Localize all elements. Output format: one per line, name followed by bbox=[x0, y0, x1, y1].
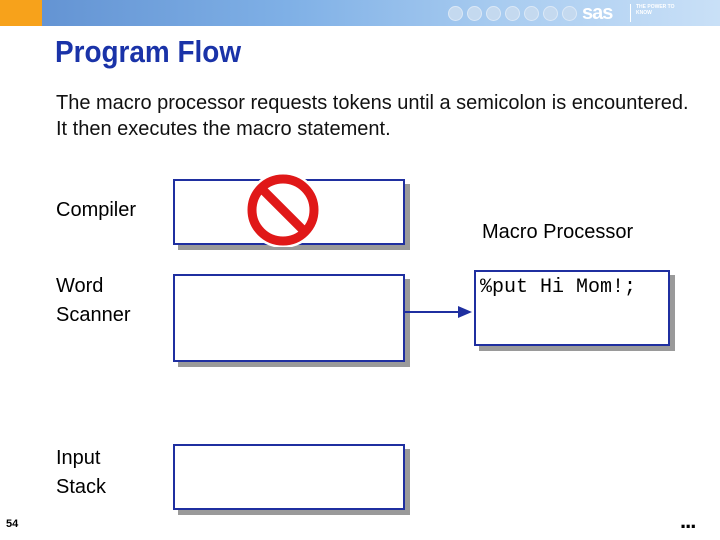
header-bar: sas THE POWER TO KNOW bbox=[0, 0, 720, 26]
sas-logo: sas bbox=[582, 2, 613, 24]
macro-processor-label: Macro Processor bbox=[482, 221, 634, 243]
header-dots bbox=[448, 6, 577, 21]
input-stack-box bbox=[173, 444, 405, 510]
header-dot bbox=[486, 6, 501, 21]
compiler-label: Compiler bbox=[56, 199, 137, 221]
macro-processor-box: %put Hi Mom!; bbox=[474, 270, 670, 346]
description-text: The macro processor requests tokens unti… bbox=[56, 92, 689, 140]
input-stack-label-line2: Stack bbox=[56, 476, 107, 498]
word-scanner-box bbox=[173, 274, 405, 362]
prohibition-icon bbox=[246, 173, 320, 247]
word-scanner-label-line1: Word bbox=[56, 275, 104, 297]
word-scanner-label-line2: Scanner bbox=[56, 304, 131, 326]
header-dot bbox=[448, 6, 463, 21]
header-dot bbox=[562, 6, 577, 21]
page-title: Program Flow bbox=[55, 34, 242, 69]
header-dot bbox=[467, 6, 482, 21]
arrow-right-icon bbox=[404, 306, 472, 318]
input-stack-label-line1: Input bbox=[56, 447, 101, 469]
header-dot bbox=[505, 6, 520, 21]
word-scanner-label: Word Scanner bbox=[56, 272, 131, 330]
continuation-ellipsis: ... bbox=[680, 508, 696, 533]
header-dot bbox=[543, 6, 558, 21]
slide-number: 54 bbox=[6, 518, 19, 530]
header-accent-block bbox=[0, 0, 42, 26]
logo-tagline: THE POWER TO KNOW bbox=[636, 4, 675, 16]
logo-separator bbox=[630, 4, 631, 22]
header-dot bbox=[524, 6, 539, 21]
input-stack-label: Input Stack bbox=[56, 444, 106, 502]
macro-statement-text: %put Hi Mom!; bbox=[480, 276, 637, 299]
